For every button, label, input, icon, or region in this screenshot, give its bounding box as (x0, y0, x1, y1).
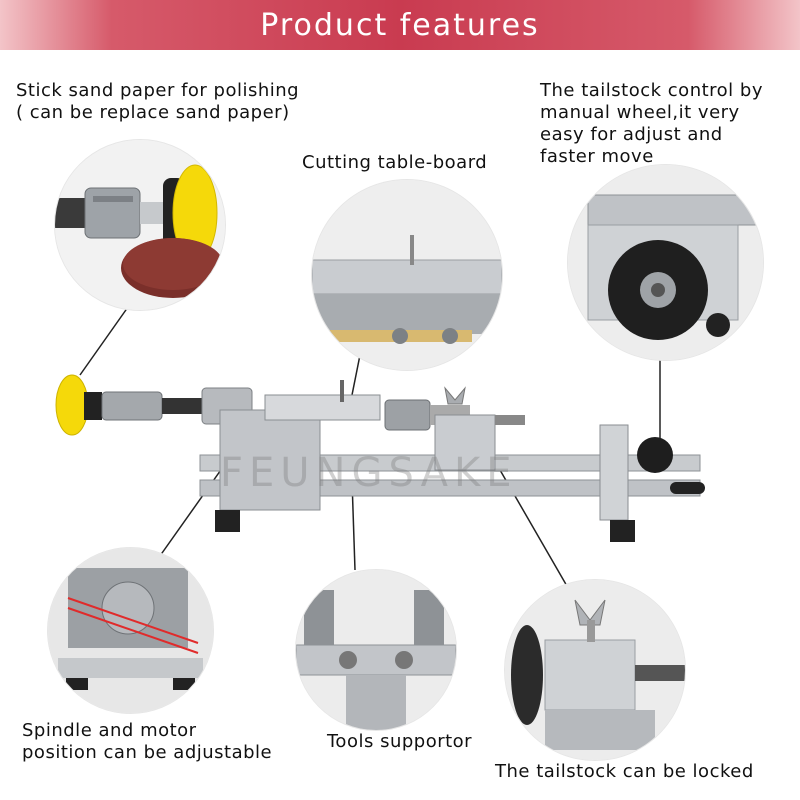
tailstock-wheel-line4: faster move (540, 146, 654, 167)
tailstock-locked-label: The tailstock can be locked (495, 761, 754, 782)
watermark-text: FEUNGSAKE (220, 450, 518, 496)
sandpaper-label: Stick sand paper for polishing ( can be … (16, 80, 299, 124)
cutting-table-detail-photo (312, 180, 502, 370)
header-title: Product features (260, 7, 540, 43)
spindle-motor-detail-photo (48, 548, 213, 713)
lathe-main-photo (50, 370, 720, 570)
tailstock-wheel-label: The tailstock control by manual wheel,it… (540, 80, 763, 168)
tailstock-wheel-line3: easy for adjust and (540, 124, 723, 145)
cutting-table-illustration (312, 180, 502, 370)
sandpaper-detail-photo (55, 140, 225, 310)
tailstock-wheel-detail-photo (568, 165, 763, 360)
spindle-motor-illustration (48, 548, 213, 713)
cutting-table-label: Cutting table-board (302, 152, 488, 173)
sandpaper-illustration (55, 140, 225, 310)
tailstock-lock-illustration (505, 580, 685, 760)
sandpaper-label-line2: ( can be replace sand paper) (16, 102, 290, 123)
tools-supportor-label: Tools supportor (327, 731, 473, 752)
lathe-illustration (55, 374, 705, 542)
tailstock-wheel-illustration (568, 165, 763, 360)
header-banner: Product features (0, 0, 800, 50)
tailstock-lock-detail-photo (505, 580, 685, 760)
tools-supportor-detail-photo (296, 570, 456, 730)
sandpaper-label-line1: Stick sand paper for polishing (16, 80, 300, 101)
spindle-label: Spindle and motor position can be adjust… (22, 720, 272, 764)
tailstock-wheel-line1: The tailstock control by (540, 80, 763, 101)
tailstock-wheel-line2: manual wheel,it very (540, 102, 740, 123)
spindle-label-line2: position can be adjustable (22, 742, 273, 763)
tools-supportor-illustration (296, 570, 456, 730)
spindle-label-line1: Spindle and motor (22, 720, 197, 741)
